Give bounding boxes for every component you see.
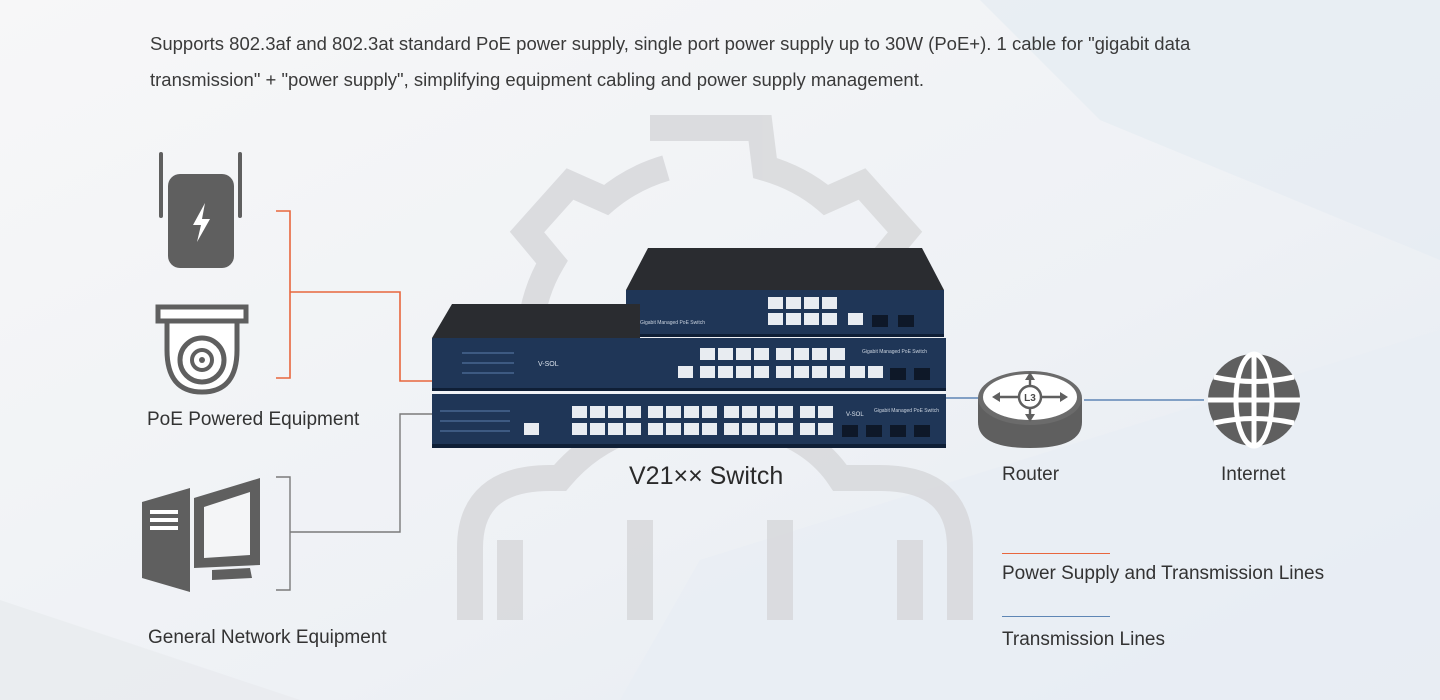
- power-transmission-line: [290, 291, 432, 382]
- general-group-label: General Network Equipment: [148, 627, 387, 648]
- bottom-switch-label: Gigabit Managed PoE Switch: [874, 408, 939, 414]
- watermark-cloud-gear: [457, 115, 973, 620]
- router-label: Router: [1002, 464, 1060, 485]
- internet-label: Internet: [1221, 464, 1286, 485]
- brand-bottom: V-SOL: [846, 412, 864, 418]
- wifi-ap-icon: [159, 152, 242, 268]
- switch-stack: V-SOL V-SOL Gigabit Managed PoE Switch G…: [432, 248, 946, 448]
- globe-icon: [1208, 351, 1300, 449]
- legend-power-line: [1002, 553, 1110, 554]
- router-icon: L3: [978, 371, 1082, 448]
- camera-icon: [155, 304, 249, 395]
- bolt-icon: [193, 203, 210, 242]
- general-line: [290, 413, 432, 533]
- poe-bracket: [276, 210, 291, 379]
- middle-switch-label: Gigabit Managed PoE Switch: [862, 349, 927, 355]
- intro-paragraph: Supports 802.3af and 802.3at standard Po…: [150, 33, 1191, 90]
- legend-power-label: Power Supply and Transmission Lines: [1002, 563, 1325, 584]
- legend-transmission-line: [1002, 616, 1110, 617]
- switch-name: V21×× Switch: [629, 462, 784, 490]
- computer-icon: [142, 478, 260, 592]
- poe-group-label: PoE Powered Equipment: [147, 409, 360, 430]
- router-badge: L3: [1024, 393, 1036, 404]
- legend-transmission-label: Transmission Lines: [1002, 629, 1165, 650]
- brand-middle: V-SOL: [538, 361, 559, 368]
- connection-lines: [276, 210, 1204, 591]
- general-bracket: [276, 476, 291, 591]
- top-switch-label: Gigabit Managed PoE Switch: [640, 320, 705, 326]
